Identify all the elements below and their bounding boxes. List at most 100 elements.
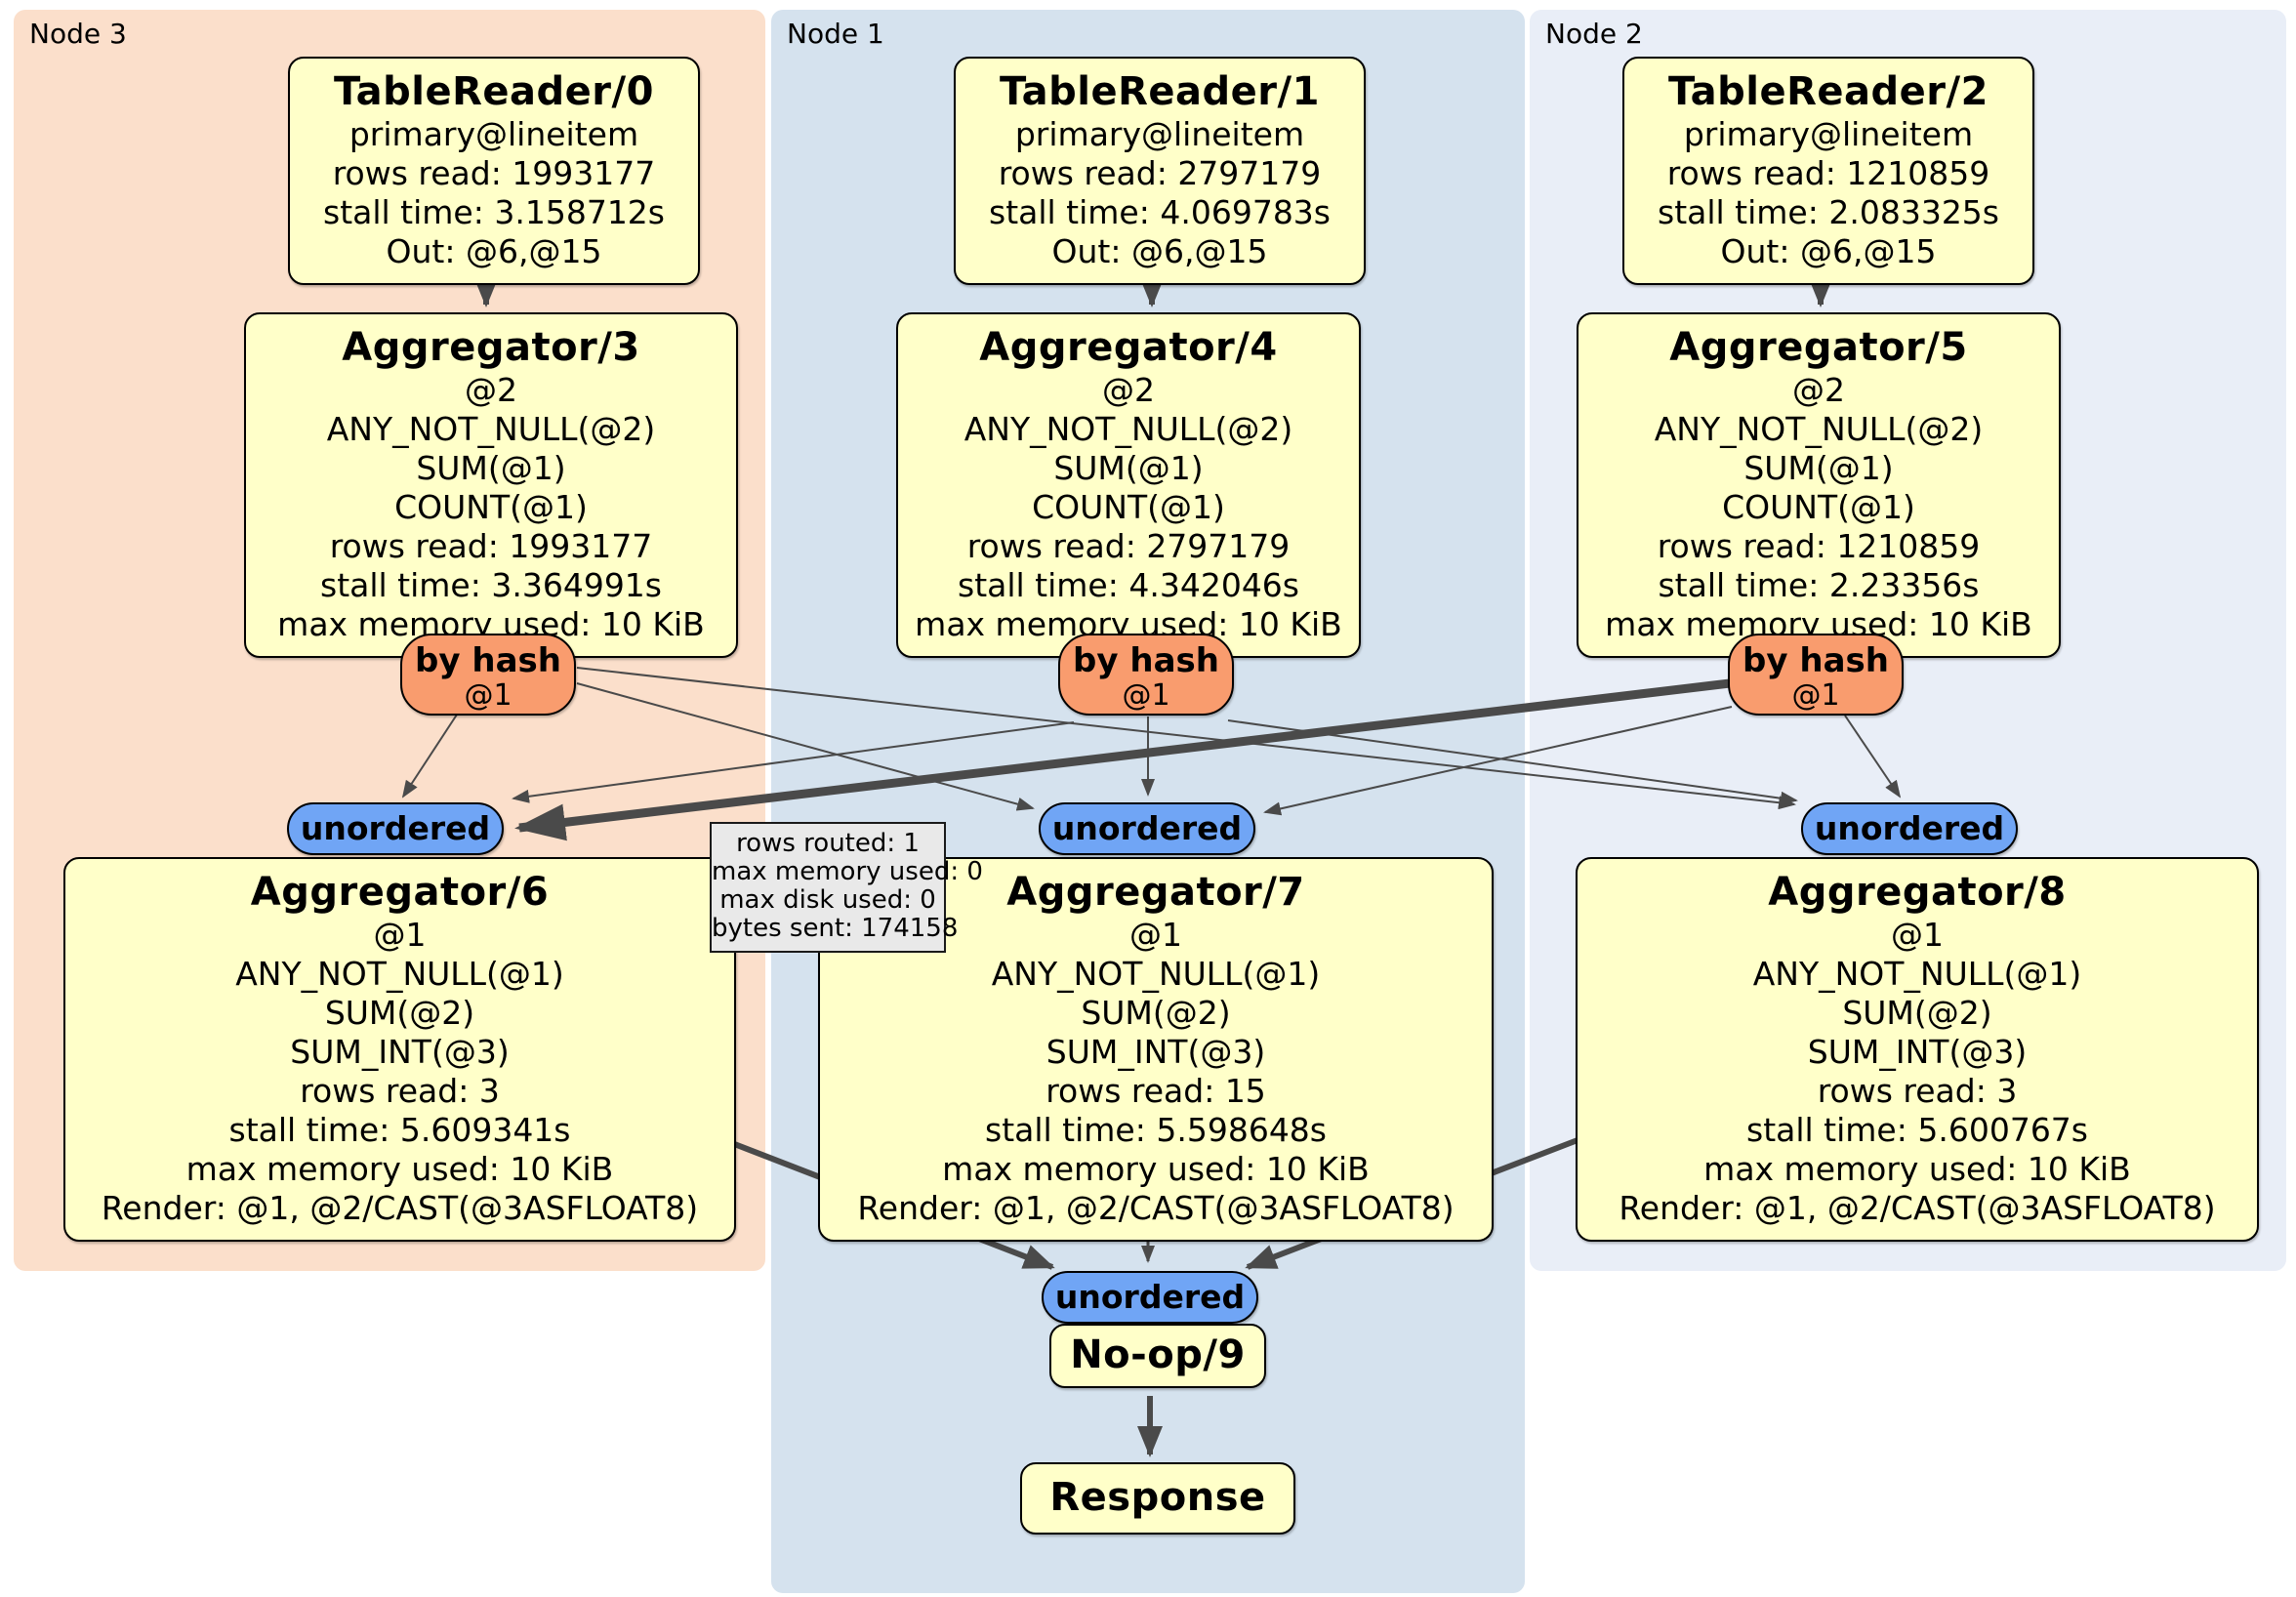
node-line: max memory used: 10 KiB	[1703, 1150, 2131, 1188]
router-sublabel: @1	[464, 678, 512, 713]
node-title: Aggregator/6	[250, 870, 550, 915]
tooltip-line: rows routed: 1	[736, 829, 920, 858]
node-line: Out: @6,@15	[1051, 232, 1268, 270]
node-line: Render: @1, @2/CAST(@3ASFLOAT8)	[1619, 1189, 2216, 1227]
node-aggregator-5[interactable]: Aggregator/5 @2 ANY_NOT_NULL(@2) SUM(@1)…	[1577, 312, 2061, 658]
node-line: stall time: 5.600767s	[1746, 1111, 2088, 1149]
node-line: rows read: 2797179	[966, 527, 1291, 565]
edge-hash5-unordered8[interactable]	[1844, 715, 1902, 798]
router-sublabel: @1	[1791, 678, 1840, 713]
node-line: SUM(@2)	[1081, 994, 1231, 1032]
router-label: by hash	[1742, 641, 1889, 680]
node-line: stall time: 5.598648s	[985, 1111, 1327, 1149]
node-line: primary@lineitem	[1014, 115, 1305, 153]
node-line: SUM(@1)	[416, 449, 566, 487]
node-line: ANY_NOT_NULL(@1)	[991, 955, 1321, 993]
stream-label: unordered	[1051, 809, 1243, 847]
node-line: SUM_INT(@3)	[1046, 1033, 1266, 1071]
edge-hash3-unordered6[interactable]	[401, 714, 458, 798]
node-line: rows read: 3	[1817, 1072, 2018, 1110]
node-line: COUNT(@1)	[1722, 488, 1915, 526]
node-line: rows read: 1993177	[332, 154, 656, 192]
node-line: rows read: 3	[300, 1072, 500, 1110]
node-line: max memory used: 10 KiB	[942, 1150, 1370, 1188]
stream-label: unordered	[1814, 809, 2005, 847]
panel-node-3-label: Node 3	[29, 18, 127, 50]
node-line: Render: @1, @2/CAST(@3ASFLOAT8)	[857, 1189, 1455, 1227]
node-line: @2	[465, 371, 517, 409]
stream-unordered-8[interactable]: unordered	[1801, 802, 2018, 855]
node-line: SUM(@1)	[1053, 449, 1204, 487]
node-line: SUM(@2)	[1842, 994, 1992, 1032]
node-tablereader-2[interactable]: TableReader/2 primary@lineitem rows read…	[1622, 57, 2034, 285]
node-line: primary@lineitem	[348, 115, 639, 153]
node-line: ANY_NOT_NULL(@2)	[326, 410, 656, 448]
node-line: ANY_NOT_NULL(@1)	[1752, 955, 2082, 993]
node-aggregator-4[interactable]: Aggregator/4 @2 ANY_NOT_NULL(@2) SUM(@1)…	[896, 312, 1361, 658]
node-aggregator-3[interactable]: Aggregator/3 @2 ANY_NOT_NULL(@2) SUM(@1)…	[244, 312, 738, 658]
node-line: ANY_NOT_NULL(@2)	[1654, 410, 1984, 448]
node-line: SUM(@1)	[1743, 449, 1894, 487]
node-line: rows read: 1210859	[1666, 154, 1990, 192]
node-line: stall time: 3.364991s	[320, 566, 662, 604]
node-line: @1	[373, 916, 427, 954]
node-line: ANY_NOT_NULL(@1)	[235, 955, 564, 993]
node-line: rows read: 15	[1046, 1072, 1266, 1110]
node-tablereader-0[interactable]: TableReader/0 primary@lineitem rows read…	[288, 57, 700, 285]
node-aggregator-8[interactable]: Aggregator/8 @1 ANY_NOT_NULL(@1) SUM(@2)…	[1576, 857, 2259, 1242]
node-line: COUNT(@1)	[1032, 488, 1225, 526]
node-title: Aggregator/4	[979, 325, 1278, 370]
tooltip-line: max memory used: 0	[712, 857, 983, 886]
router-label: by hash	[1073, 641, 1219, 680]
node-line: stall time: 2.23356s	[1658, 566, 1980, 604]
node-line: SUM(@2)	[324, 994, 475, 1032]
node-line: Render: @1, @2/CAST(@3ASFLOAT8)	[101, 1189, 699, 1227]
node-response[interactable]: Response	[1020, 1462, 1295, 1535]
node-title: TableReader/2	[1668, 69, 1988, 114]
stream-unordered-9[interactable]: unordered	[1042, 1271, 1258, 1324]
node-line: Out: @6,@15	[386, 232, 602, 270]
node-line: COUNT(@1)	[394, 488, 588, 526]
node-line: stall time: 4.342046s	[958, 566, 1299, 604]
edge-hash3-unordered7[interactable]	[576, 682, 1035, 811]
edge-stats-tooltip[interactable]: rows routed: 1 max memory used: 0 max di…	[710, 822, 983, 953]
node-line: SUM_INT(@3)	[290, 1033, 510, 1071]
edge-hash4-unordered6[interactable]	[512, 721, 1075, 803]
node-line: rows read: 2797179	[998, 154, 1322, 192]
edge-hash3-unordered8[interactable]	[576, 667, 1796, 810]
router-by-hash-3[interactable]: by hash @1	[400, 634, 576, 716]
stream-unordered-6[interactable]: unordered	[287, 802, 504, 855]
node-title: TableReader/0	[334, 69, 654, 114]
router-label: by hash	[415, 641, 561, 680]
stream-label: unordered	[300, 809, 491, 847]
router-sublabel: @1	[1122, 678, 1170, 713]
node-line: stall time: 2.083325s	[1658, 193, 1999, 231]
stream-label: unordered	[1054, 1278, 1246, 1316]
router-by-hash-4[interactable]: by hash @1	[1058, 634, 1234, 716]
node-title: Aggregator/3	[342, 325, 640, 370]
node-line: rows read: 1210859	[1657, 527, 1981, 565]
panel-node-2-label: Node 2	[1545, 18, 1643, 50]
node-noop-9[interactable]: No-op/9	[1049, 1324, 1266, 1388]
tooltip-line: bytes sent: 174158	[712, 914, 959, 943]
node-title: TableReader/1	[1000, 69, 1320, 114]
node-title: Aggregator/8	[1768, 870, 2067, 915]
edge-hash5-unordered7[interactable]	[1263, 706, 1733, 816]
router-by-hash-5[interactable]: by hash @1	[1728, 634, 1904, 716]
node-title: Aggregator/5	[1669, 325, 1968, 370]
node-line: primary@lineitem	[1683, 115, 1974, 153]
node-aggregator-6[interactable]: Aggregator/6 @1 ANY_NOT_NULL(@1) SUM(@2)…	[63, 857, 736, 1242]
stream-unordered-7[interactable]: unordered	[1039, 802, 1255, 855]
node-title: Aggregator/7	[1006, 870, 1305, 915]
node-title: No-op/9	[1070, 1332, 1246, 1377]
edge-hash5-unordered6[interactable]	[514, 678, 1731, 841]
node-line: stall time: 4.069783s	[989, 193, 1331, 231]
node-tablereader-1[interactable]: TableReader/1 primary@lineitem rows read…	[954, 57, 1366, 285]
node-line: @2	[1792, 371, 1845, 409]
node-line: max memory used: 10 KiB	[185, 1150, 614, 1188]
node-line: @1	[1129, 916, 1182, 954]
node-line: rows read: 1993177	[329, 527, 653, 565]
node-line: @2	[1102, 371, 1155, 409]
panel-node-1-label: Node 1	[787, 18, 884, 50]
